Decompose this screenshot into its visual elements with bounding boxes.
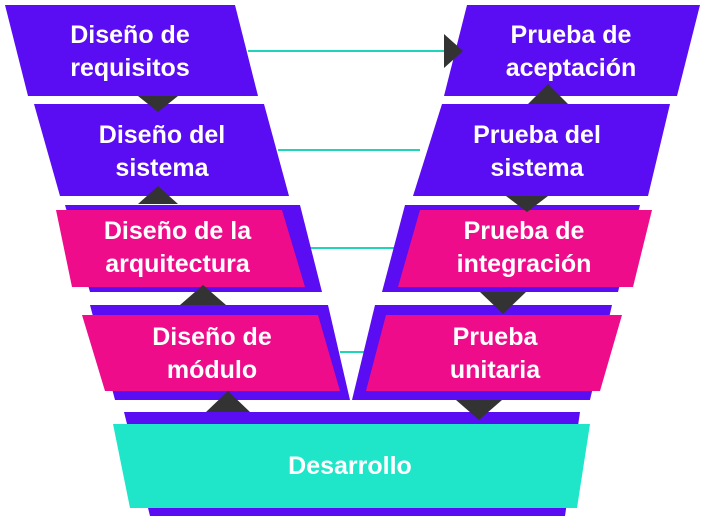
arrow-up-sistema-aceptacion [528,84,568,104]
label-prueba-unitaria: Prueba unitaria [449,323,541,384]
arrow-up-desarrollo-modulo [206,391,250,412]
box-prueba-unitaria [366,315,622,391]
label-prueba-integracion: Prueba de integración [456,217,592,278]
label-diseno-arquitectura: Diseño de la arquitectura [103,217,252,278]
box-prueba-integracion [398,210,652,287]
arrow-down-integracion-unitaria [480,292,526,314]
label-diseno-sistema: Diseño del sistema [98,121,226,182]
label-prueba-sistema: Prueba del sistema [473,121,601,182]
label-diseno-modulo: Diseño de módulo [152,323,272,384]
label-prueba-aceptacion: Prueba de aceptación [505,21,637,82]
box-prueba-sistema [413,104,670,196]
arrow-up-modulo-arquitectura [180,285,226,305]
arrow-up-arquitectura-sistema [138,186,178,204]
label-desarrollo: Desarrollo [288,451,412,480]
box-prueba-aceptacion [444,5,700,96]
arrow-down-requisitos-sistema [138,96,178,112]
arrow-down-sistema-integracion [506,196,548,212]
label-diseno-requisitos: Diseño de requisitos [70,21,190,82]
arrow-down-unitaria-desarrollo [456,400,502,420]
box-diseno-arquitectura [56,210,305,287]
box-desarrollo [113,424,590,508]
box-diseno-requisitos [5,5,258,96]
arrow-right-acceptance [444,34,463,68]
box-diseno-sistema [34,104,289,196]
box-diseno-modulo [82,315,340,391]
